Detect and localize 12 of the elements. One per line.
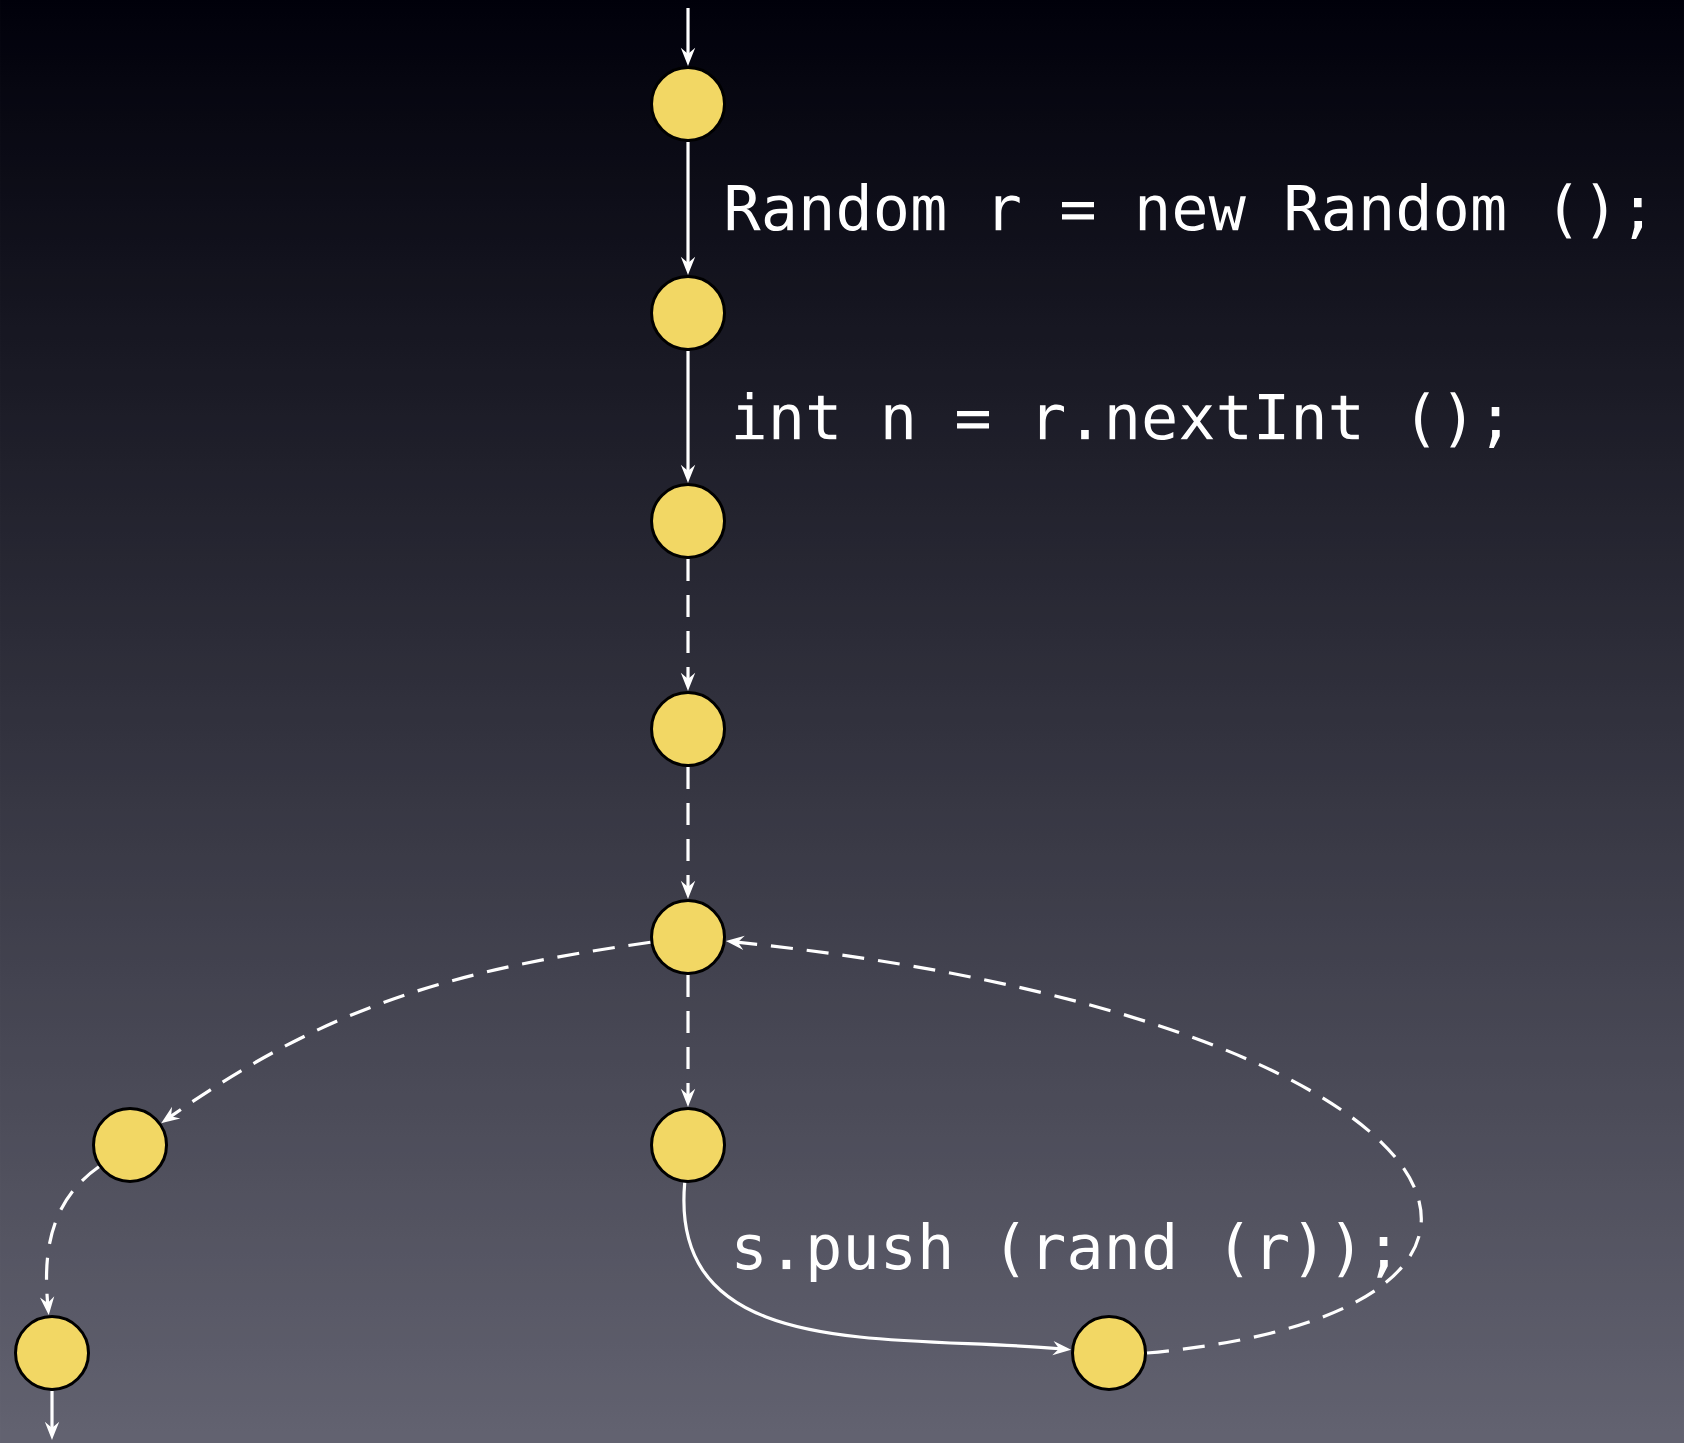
node-circle [650,899,726,975]
node-circle [650,66,726,142]
node-circle [92,1107,168,1183]
node-circle [650,691,726,767]
node-circle [650,1107,726,1183]
node-circle [1071,1315,1147,1391]
code-label: s.push (rand (r)); [736,1222,1388,1282]
node-circle [14,1315,90,1391]
code-label: int n = r.nextInt (); [735,392,1500,448]
code-label: Random r = new Random (); [727,183,1642,239]
node-circle [650,275,726,351]
node-circle [650,483,726,559]
